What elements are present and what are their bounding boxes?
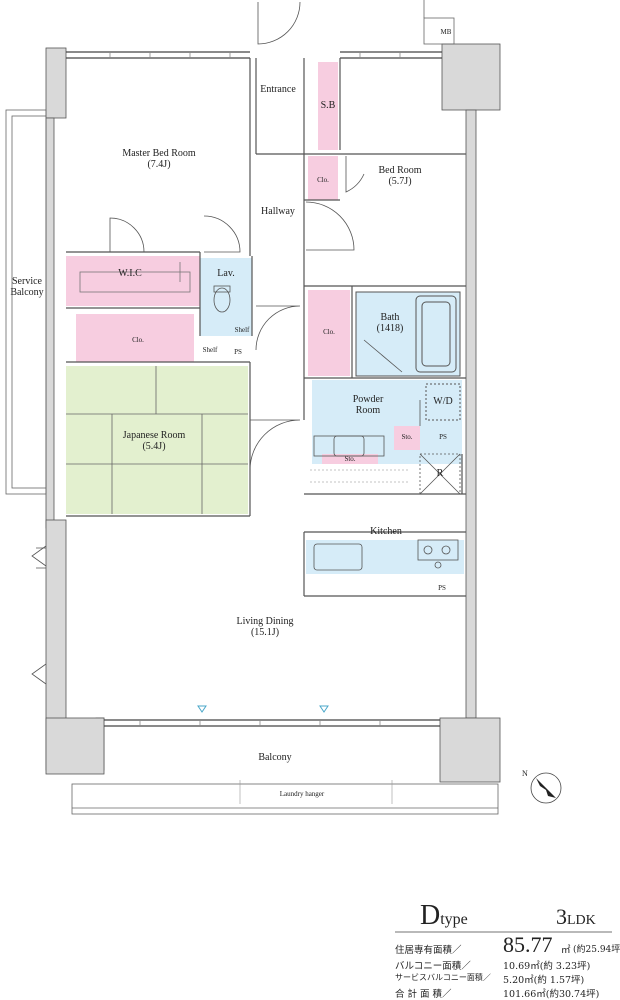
closet-mid-label: Clo. [323, 328, 335, 336]
svg-text:N: N [522, 769, 528, 778]
layout-type: 3LDK [556, 904, 596, 930]
living-dining-label: Living Dining [236, 616, 294, 627]
area-value-unit: ㎡ [561, 945, 571, 956]
hallway-label: Hallway [261, 206, 295, 217]
area-value: 5.20㎡(約 1.57坪) [503, 975, 585, 986]
storage-label-1: Sto. [401, 433, 413, 441]
sb-fill [318, 62, 338, 150]
area-value: 101.66㎡(約30.74坪) [503, 989, 600, 1000]
living-dining-size: (15.1J) [250, 627, 280, 638]
area-label: 合 計 面 積／ [395, 989, 452, 1000]
closet-bed-label: Clo. [317, 176, 329, 184]
bath-label: Bath [380, 312, 400, 323]
area-value-tsubo: (約25.94坪) [573, 945, 620, 955]
wd-space [425, 383, 461, 421]
entrance-label: Entrance [260, 84, 296, 95]
bath-size: (1418) [376, 323, 404, 334]
master-bed-label: Master Bed Room [122, 148, 196, 159]
unit-type-word: type [440, 911, 468, 928]
area-row-total: 合 計 面 積／ 101.66㎡(約30.74坪) [395, 986, 599, 1000]
laundry-hanger-label: Laundry hanger [279, 790, 325, 798]
area-label: バルコニー面積／ [395, 961, 471, 972]
balcony-label: Balcony [258, 752, 292, 763]
powder-fill [312, 380, 462, 464]
storage-label-2: Sto. [344, 455, 356, 463]
area-value-big: 85.77 [503, 932, 553, 957]
shelf-label-1: Shelf [234, 326, 250, 334]
ps-label-3: PS [438, 584, 446, 592]
area-row-exclusive: 住居専有面積／ 85.77 ㎡ (約25.94坪) [395, 932, 620, 957]
area-value: 10.69㎡(約 3.23坪) [503, 961, 591, 972]
bed-room-size: (5.7J) [388, 176, 412, 187]
area-label: 住居専有面積／ [395, 945, 462, 956]
bed-room-label: Bed Room [378, 165, 422, 176]
ps-label-2: PS [439, 433, 447, 441]
layout-num: 3 [556, 904, 567, 929]
wall-nw [45, 47, 67, 119]
closet-left-label: Clo. [132, 336, 144, 344]
ps-label-1: PS [234, 348, 242, 356]
storage-fill [394, 426, 420, 450]
japanese-room-fill [66, 366, 248, 514]
wall-se [439, 717, 501, 783]
service-balcony-label-1: Service [12, 276, 42, 287]
compass-icon: N [522, 769, 562, 804]
area-row-service-balcony: サービスバルコニー面積／ 5.20㎡(約 1.57坪) [395, 972, 584, 986]
mb-label: MB [440, 28, 452, 36]
closet-left-fill [76, 314, 194, 362]
storage2-fill [322, 454, 378, 464]
kitchen-label: Kitchen [370, 526, 402, 537]
wd-label: W/D [433, 396, 453, 407]
lav-label: Lav. [217, 268, 235, 279]
sb-label: S.B [320, 100, 336, 111]
bath-fill [356, 292, 460, 376]
area-row-balcony: バルコニー面積／ 10.69㎡(約 3.23坪) [395, 958, 590, 972]
service-balcony-label-2: Balcony [10, 287, 44, 298]
kitchen-fill [306, 540, 464, 574]
wic-label: W.I.C [118, 268, 142, 279]
area-label: サービスバルコニー面積／ [395, 973, 491, 982]
powder-room-label-1: Powder [352, 394, 384, 405]
unit-type-letter: D [420, 900, 441, 931]
japanese-room-size: (5.4J) [142, 441, 166, 452]
refrigerator-label: R [436, 468, 444, 479]
japanese-room-label: Japanese Room [122, 430, 186, 441]
shelf-label-2: Shelf [202, 346, 218, 354]
wic-fill [66, 256, 200, 306]
master-bed-size: (7.4J) [147, 159, 171, 170]
lav-fill [200, 258, 252, 336]
powder-room-label-2: Room [355, 405, 381, 416]
unit-type: Dtype [420, 900, 468, 932]
layout-code: LDK [567, 913, 596, 928]
closet-mid-fill [308, 290, 350, 376]
wall-sw [45, 717, 105, 775]
closet-bed-fill [308, 156, 338, 200]
wall-ne [441, 43, 501, 111]
